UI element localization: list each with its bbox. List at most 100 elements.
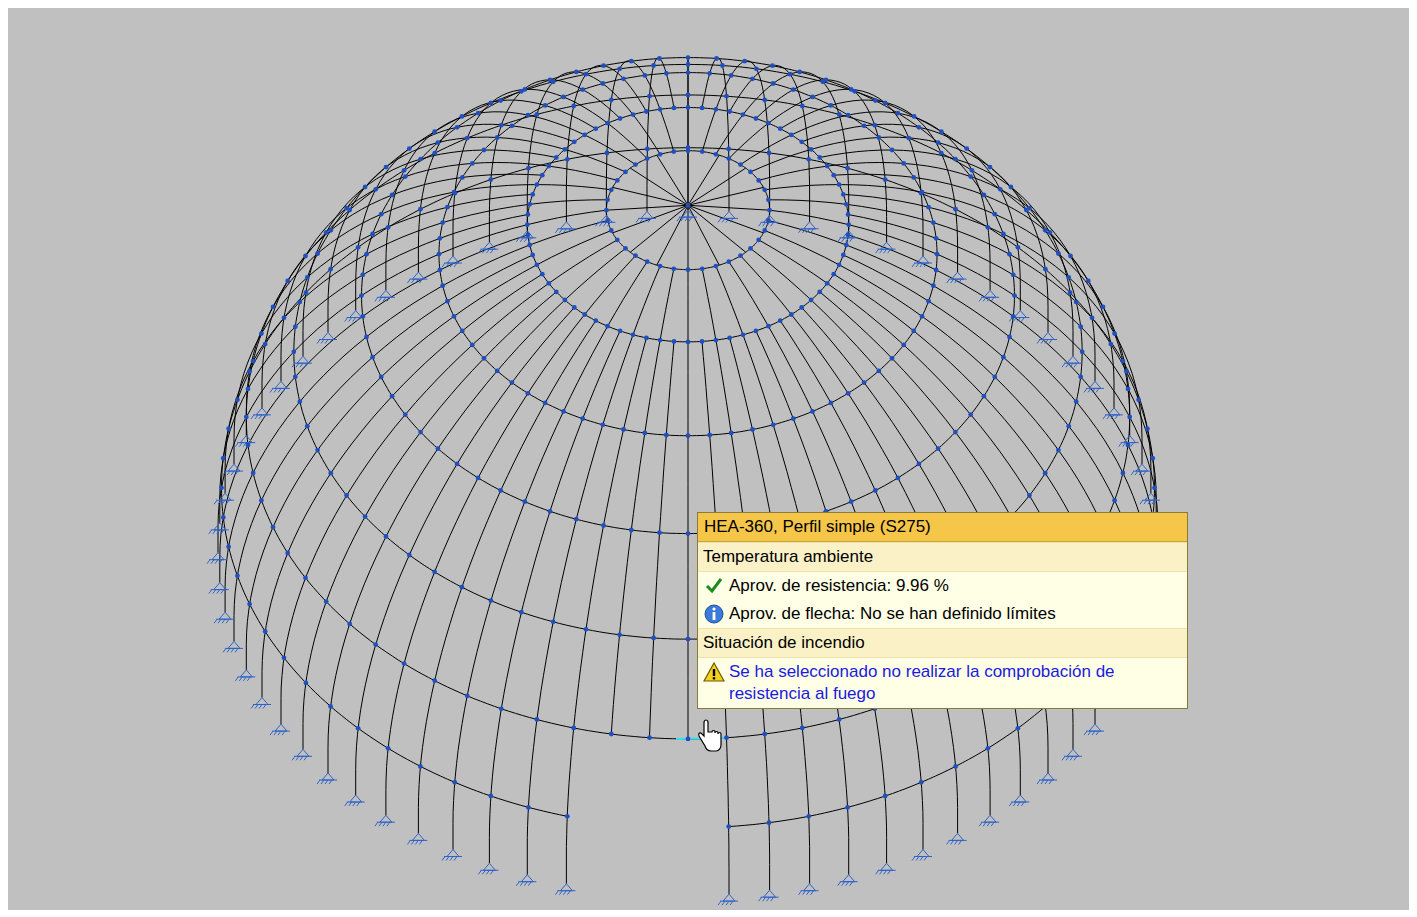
node-dot: [379, 212, 384, 217]
node-dot: [418, 764, 423, 769]
node-dot: [600, 81, 605, 86]
node-dot: [629, 528, 634, 533]
node-dot: [1001, 232, 1006, 237]
node-dot: [510, 123, 515, 128]
node-dot: [1007, 252, 1012, 257]
node-dot: [543, 401, 548, 406]
node-dot: [530, 192, 535, 197]
node-dot: [935, 252, 940, 257]
node-dot: [347, 622, 352, 627]
node-dot: [844, 243, 849, 248]
node-dot: [633, 162, 638, 167]
node-dot: [953, 157, 958, 162]
node-dot: [259, 331, 264, 336]
node-dot: [762, 228, 767, 233]
node-dot: [1047, 230, 1052, 235]
node-dot: [1068, 290, 1073, 295]
node-dot: [873, 488, 878, 493]
node-dot: [931, 220, 936, 225]
node-dot: [700, 149, 705, 154]
node-dot: [601, 63, 606, 68]
node-dot: [543, 103, 548, 108]
node-dot: [806, 814, 811, 819]
node-dot: [1112, 331, 1117, 336]
node-dot: [754, 116, 759, 121]
node-dot: [970, 168, 975, 173]
node-dot: [1112, 498, 1117, 503]
node-dot: [1043, 471, 1048, 476]
node-dot: [315, 448, 320, 453]
node-dot: [360, 314, 365, 319]
node-dot: [770, 63, 775, 68]
node-dot: [526, 805, 531, 810]
check-icon: [703, 575, 725, 597]
node-dot: [651, 636, 656, 641]
node-dot: [809, 298, 814, 303]
node-dot: [1108, 342, 1113, 347]
tooltip-box: HEA-360, Perfil simple (S275)Temperatura…: [697, 512, 1188, 709]
node-dot: [436, 140, 441, 145]
node-dot: [465, 136, 470, 141]
node-dot: [297, 300, 302, 305]
node-dot: [982, 193, 987, 198]
node-dot: [756, 178, 761, 183]
node-dot: [546, 281, 551, 286]
node-dot: [1024, 208, 1029, 213]
node-dot: [809, 147, 814, 152]
node-dot: [986, 225, 991, 230]
tooltip-row: Situación de incendio: [698, 628, 1187, 658]
node-dot: [379, 375, 384, 380]
node-dot: [226, 544, 231, 549]
node-dot: [778, 318, 783, 323]
node-dot: [563, 298, 568, 303]
node-dot: [580, 87, 585, 92]
node-dot: [605, 121, 610, 126]
node-dot: [647, 94, 652, 99]
node-dot: [729, 431, 734, 436]
node-dot: [1056, 448, 1061, 453]
node-dot: [1011, 272, 1016, 277]
node-dot: [535, 262, 540, 267]
node-dot: [846, 391, 851, 396]
node-dot: [499, 706, 504, 711]
node-dot: [554, 155, 559, 160]
node-dot: [767, 208, 772, 213]
node-dot: [714, 152, 719, 157]
node-dot: [846, 233, 851, 238]
node-dot: [527, 202, 532, 207]
node-dot: [1101, 304, 1106, 309]
node-dot: [750, 76, 755, 81]
node-dot: [1009, 185, 1014, 190]
ring-members: [222, 58, 1155, 827]
node-dot: [714, 264, 719, 269]
node-dot: [644, 109, 649, 114]
node-dot: [846, 113, 851, 118]
node-dot: [686, 637, 691, 642]
node-dot: [452, 314, 457, 319]
node-dot: [883, 101, 888, 106]
node-dot: [911, 175, 916, 180]
node-dot: [750, 427, 755, 432]
node-dot: [841, 192, 846, 197]
node-dot: [563, 147, 568, 152]
node-dot: [762, 187, 767, 192]
node-dot: [862, 123, 867, 128]
node-dot: [797, 70, 802, 75]
node-dot: [766, 324, 771, 329]
node-dot: [766, 197, 771, 202]
node-dot: [964, 146, 969, 151]
node-dot: [817, 290, 822, 295]
node-dot: [571, 104, 576, 109]
node-dot: [364, 252, 369, 257]
node-dot: [837, 182, 842, 187]
node-dot: [328, 704, 333, 709]
node-dot: [526, 113, 531, 118]
node-dot: [953, 430, 958, 435]
node-dot: [724, 94, 729, 99]
node-dot: [1016, 245, 1021, 250]
node-dot: [221, 456, 226, 461]
node-dot: [386, 746, 391, 751]
node-dot: [356, 726, 361, 731]
node-dot: [460, 585, 465, 590]
node-dot: [664, 433, 669, 438]
